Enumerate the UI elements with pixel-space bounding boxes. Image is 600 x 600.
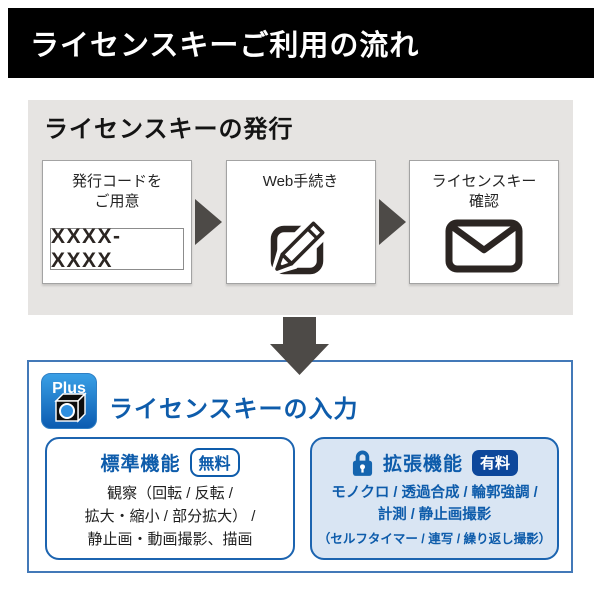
- extended-features-list: モノクロ / 透過合成 / 輪郭強調 / 計測 / 静止画撮影: [331, 485, 538, 524]
- step-prepare-code: 発行コードを ご用意 XXXX-XXXX: [42, 160, 192, 284]
- issuance-section-title: ライセンスキーの発行: [44, 116, 294, 143]
- step-prepare-code-label: 発行コードを ご用意: [71, 173, 162, 211]
- edit-icon: [265, 212, 337, 283]
- arrow-right-icon: [378, 199, 406, 245]
- arrow-right-icon: [195, 199, 223, 245]
- step-web-procedure: Web手続き: [225, 160, 376, 284]
- entry-section-title: ライセンスキーの入力: [109, 396, 359, 423]
- paid-badge: 有料: [472, 449, 519, 476]
- plus-app-icon: Plus: [41, 373, 97, 434]
- page-header: ライセンスキーご利用の流れ: [8, 8, 594, 78]
- extended-features-note: （セルフタイマー / 連写 / 繰り返し撮影）: [317, 531, 552, 546]
- extended-features-box: 拡張機能 有料 モノクロ / 透過合成 / 輪郭強調 / 計測 / 静止画撮影 …: [310, 437, 559, 560]
- code-input-box: XXXX-XXXX: [50, 225, 184, 272]
- arrow-down-icon: [270, 317, 329, 380]
- standard-features-box: 標準機能 無料 観察（回転 / 反転 / 拡大・縮小 / 部分拡大） / 静止画…: [45, 437, 295, 560]
- step-web-procedure-label: Web手続き: [262, 173, 339, 190]
- lock-icon: [351, 448, 374, 477]
- plus-badge-text: Plus: [52, 380, 86, 397]
- extended-features-title: 拡張機能: [382, 454, 463, 475]
- standard-features-list: 観察（回転 / 反転 / 拡大・縮小 / 部分拡大） / 静止画・動画撮影、描画: [84, 485, 256, 548]
- step-confirm-key-label: ライセンスキー 確認: [431, 173, 537, 211]
- page-title: ライセンスキーご利用の流れ: [30, 30, 420, 62]
- entry-section: Plus ライセンスキーの入力 標準機能 無料 観察（回転 / 反転 / 拡大・…: [27, 360, 573, 573]
- issuance-section: ライセンスキーの発行 発行コードを ご用意 XXXX-XXXX Web手続き: [28, 100, 573, 315]
- step-confirm-key: ライセンスキー 確認: [409, 160, 559, 284]
- standard-features-title: 標準機能: [100, 454, 181, 475]
- free-badge: 無料: [189, 448, 240, 477]
- issuance-steps-row: 発行コードを ご用意 XXXX-XXXX Web手続き: [42, 160, 559, 284]
- mail-icon: [445, 219, 523, 278]
